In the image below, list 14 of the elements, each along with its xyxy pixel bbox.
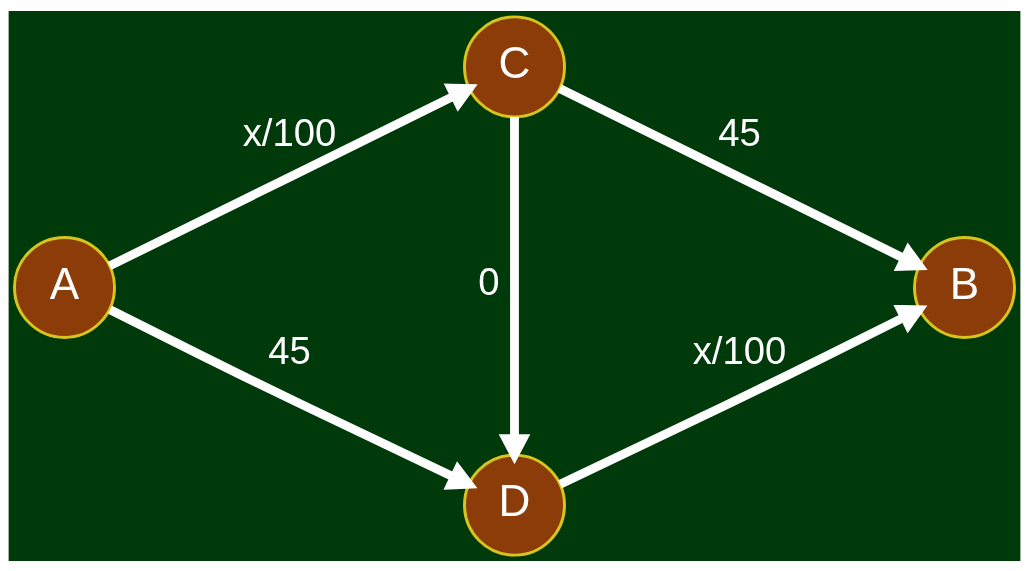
arrow — [557, 84, 928, 271]
arrow — [498, 116, 531, 464]
node-circle: A — [13, 235, 116, 339]
edge-label: x/100 — [692, 328, 787, 372]
arrow — [558, 304, 928, 488]
node-circle: C — [463, 14, 566, 118]
node-circle: D — [463, 453, 566, 557]
edge-label: 45 — [268, 328, 311, 372]
edge-label: 0 — [478, 259, 500, 303]
edge-label: 45 — [718, 110, 761, 154]
edge-label: x/100 — [242, 110, 337, 154]
node-circle: B — [913, 235, 1016, 339]
arrow — [108, 305, 478, 490]
arrow — [107, 82, 478, 270]
